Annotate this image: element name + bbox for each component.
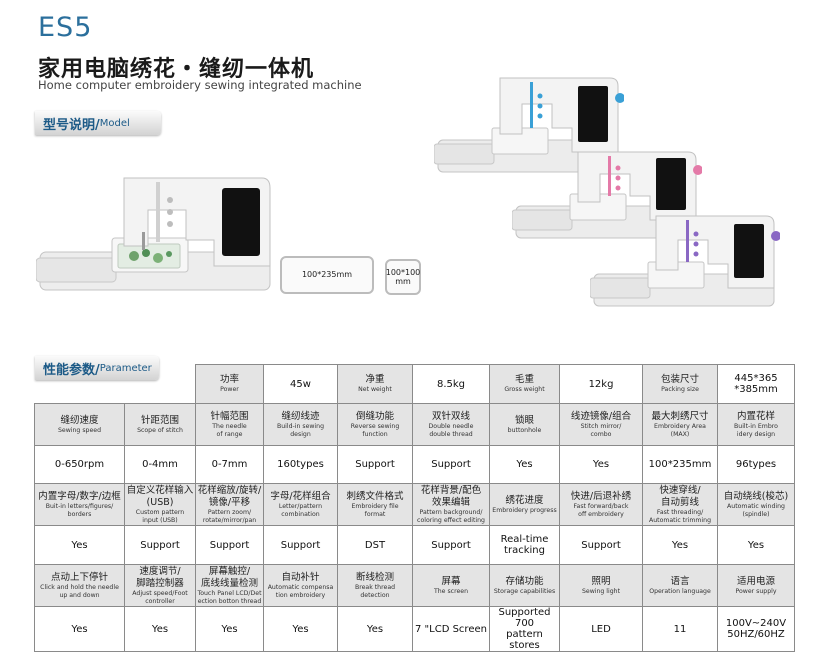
spec-value-double-needle: Support: [412, 445, 490, 484]
hoop-small: 100*100 mm: [385, 259, 421, 295]
model-section-tab: 型号说明/Model: [35, 111, 161, 135]
spec-value-needle-stop: Yes: [34, 606, 125, 652]
machine-purple-image: [590, 215, 780, 307]
spec-value-builtin-letters: Yes: [34, 525, 125, 565]
spec-value-file-format: DST: [337, 525, 413, 565]
spec-value-reverse-sewing: Support: [337, 445, 413, 484]
spec-value-background-editing: Support: [412, 525, 490, 565]
spec-value-embroidery-area: 100*235mm: [642, 445, 718, 484]
table-row: Yes Support Support Support DST Support …: [34, 525, 795, 565]
spec-value-stitch-scope: 0-4mm: [124, 445, 196, 484]
machine-main-image: [36, 177, 271, 291]
spec-value-packing-size: 445*365*385mm: [717, 364, 795, 404]
spec-value-speed-control: Yes: [124, 606, 196, 652]
spec-value-screen: 7 "LCD Screen: [412, 606, 490, 652]
hoop-small-label-1: 100*100: [385, 267, 421, 277]
spec-value-sewing-design: 160types: [263, 445, 338, 484]
model-section-label-en: Model: [99, 117, 130, 129]
model-title: ES5: [38, 12, 93, 43]
spec-value-power: 45w: [263, 364, 338, 404]
spec-value-builtin-design: 96types: [717, 445, 795, 484]
spec-value-sewing-speed: 0-650rpm: [34, 445, 125, 484]
hoop-large-label: 100*235mm: [301, 270, 353, 280]
machine-pink-image: [512, 151, 702, 239]
spec-value-light: LED: [559, 606, 643, 652]
hoop-small-label-2: mm: [395, 277, 411, 286]
spec-label-auto-winding: 自动绕线(梭芯)Automatic winding(spindle): [717, 483, 795, 526]
hoop-large: 100*235mm: [280, 256, 374, 294]
product-title-cn: 家用电脑绣花・缝纫一体机: [38, 57, 315, 82]
spec-value-language: 11: [642, 606, 718, 652]
machine-blue-image: [434, 77, 624, 173]
spec-value-net-weight: 8.5kg: [412, 364, 490, 404]
spec-value-pattern-zoom: Support: [195, 525, 264, 565]
spec-value-fast-threading: Yes: [642, 525, 718, 565]
parameter-section-tab: 性能参数/Parameter: [35, 356, 159, 380]
spec-value-fast-forward: Support: [559, 525, 643, 565]
parameter-section-label-cn: 性能参数/: [43, 362, 100, 378]
spec-value-auto-compensation: Yes: [263, 606, 338, 652]
spec-value-auto-winding: Yes: [717, 525, 795, 565]
product-title-en: Home computer embroidery sewing integrat…: [38, 78, 362, 92]
spec-value-needle-range: 0-7mm: [195, 445, 264, 484]
table-row: Yes Yes Yes Yes Yes 7 "LCD Screen Suppor…: [34, 606, 795, 652]
table-row: 0-650rpm 0-4mm 0-7mm 160types Support Su…: [34, 445, 795, 484]
spec-value-buttonhole: Yes: [489, 445, 560, 484]
parameter-section-label-en: Parameter: [99, 362, 152, 374]
spec-value-stitch-mirror: Yes: [559, 445, 643, 484]
model-section-label-cn: 型号说明/: [43, 117, 100, 133]
spec-value-letter-combination: Support: [263, 525, 338, 565]
table-blank-cell: [35, 365, 196, 404]
spec-value-touch-panel: Yes: [195, 606, 264, 652]
spec-value-custom-pattern: Support: [124, 525, 196, 565]
spec-value-gross-weight: 12kg: [559, 364, 643, 404]
spec-value-break-detection: Yes: [337, 606, 413, 652]
